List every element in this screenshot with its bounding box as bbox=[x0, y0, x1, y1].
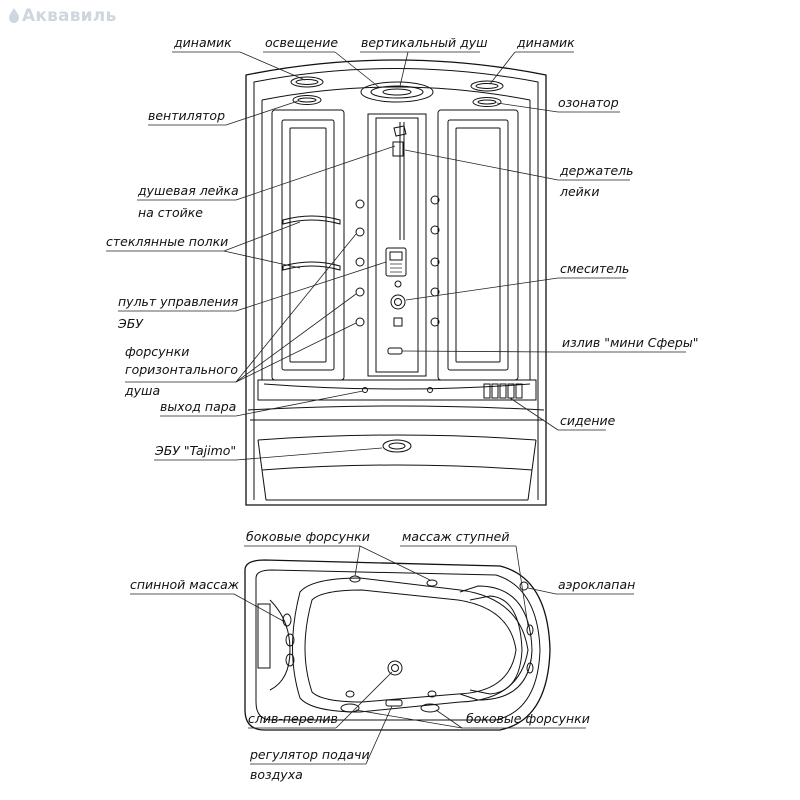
label-holder-line2: лейки bbox=[559, 184, 599, 199]
aero-valve bbox=[519, 581, 529, 591]
label-back-massage: спинной массаж bbox=[130, 577, 240, 592]
brand-name: Аквавиль bbox=[22, 6, 117, 26]
side-nozzles-bottom bbox=[340, 690, 440, 713]
label-glass-shelves: стеклянные полки bbox=[106, 234, 228, 249]
steam-outlet bbox=[362, 387, 368, 393]
back-massage-jets bbox=[282, 613, 295, 667]
ecu-unit bbox=[382, 439, 412, 453]
tub-labels: боковые форсунки массаж ступней спинной … bbox=[130, 529, 635, 782]
label-speaker-right: динамик bbox=[516, 35, 575, 50]
glass-shelf-upper bbox=[282, 215, 341, 225]
label-fan: вентилятор bbox=[148, 108, 225, 123]
tub-top-view bbox=[244, 559, 551, 731]
label-air-regulator-line2: воздуха bbox=[250, 767, 303, 782]
label-aero-valve: аэроклапан bbox=[558, 577, 635, 592]
ozonator bbox=[472, 97, 502, 107]
glass-shelf-lower bbox=[282, 261, 341, 271]
label-foot-massage: массаж ступней bbox=[402, 529, 509, 544]
brand-logo: Аквавиль bbox=[8, 6, 116, 26]
label-nozzles-line1: форсунки bbox=[125, 344, 189, 359]
label-hand-shower-line2: на стойке bbox=[138, 205, 203, 220]
label-vertical-shower: вертикальный душ bbox=[361, 35, 488, 50]
air-regulator bbox=[385, 699, 403, 707]
label-control-panel-line1: пульт управления bbox=[118, 294, 239, 309]
label-air-regulator-line1: регулятор подачи bbox=[249, 747, 370, 762]
label-hand-shower-line1: душевая лейка bbox=[137, 183, 239, 198]
label-mixer: смеситель bbox=[560, 261, 629, 276]
label-side-nozzles-top: боковые форсунки bbox=[246, 529, 370, 544]
label-side-nozzles-bottom: боковые форсунки bbox=[466, 711, 590, 726]
label-ozonator: озонатор bbox=[558, 95, 619, 110]
rain-shower bbox=[360, 81, 434, 103]
label-seat: сидение bbox=[560, 413, 616, 428]
foot-massage-jets bbox=[526, 624, 534, 674]
hand-shower-holder bbox=[392, 141, 404, 157]
label-nozzles-line2: горизонтального bbox=[125, 362, 238, 377]
tub-outer bbox=[244, 559, 551, 731]
leader-lines bbox=[106, 51, 686, 765]
label-control-panel-line2: ЭБУ bbox=[117, 316, 144, 331]
label-speaker-left: динамик bbox=[173, 35, 232, 50]
mixer bbox=[390, 294, 406, 310]
speaker-left bbox=[290, 76, 324, 88]
label-spout: излив "мини Сферы" bbox=[562, 335, 698, 350]
drain bbox=[387, 660, 403, 676]
label-lighting: освещение bbox=[265, 35, 338, 50]
label-holder-line1: держатель bbox=[559, 163, 634, 178]
shower-column bbox=[367, 113, 427, 377]
label-drain: слив-перелив bbox=[248, 711, 338, 726]
hand-shower bbox=[393, 125, 407, 137]
label-steam-outlet: выход пара bbox=[160, 399, 236, 414]
fan bbox=[292, 95, 322, 105]
label-nozzles-line3: душа bbox=[124, 383, 160, 398]
speaker-right bbox=[470, 80, 504, 92]
drop-icon bbox=[9, 8, 19, 23]
seat bbox=[483, 383, 523, 399]
cabin-labels: динамик освещение вертикальный душ динам… bbox=[106, 35, 698, 458]
cabin-front-view bbox=[245, 59, 547, 506]
label-ecu: ЭБУ "Tajimo" bbox=[154, 443, 236, 458]
